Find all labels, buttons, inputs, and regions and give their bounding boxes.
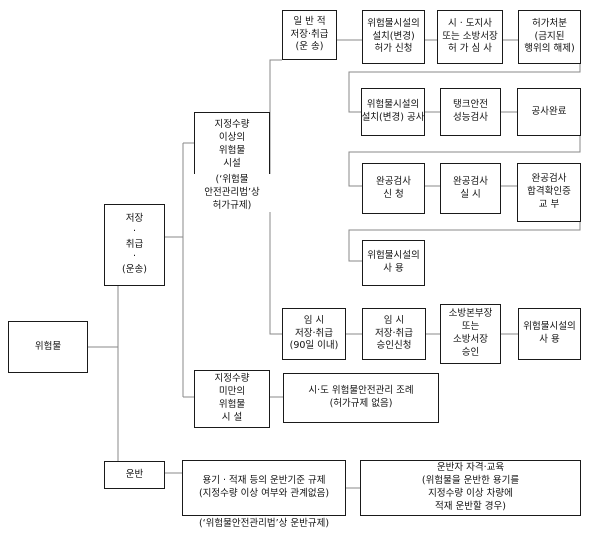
above-qty-law-note: (‘위험물 안전관리법’상 허가규제) <box>186 174 278 213</box>
storage-line-1: 저장 <box>125 212 144 224</box>
permit-apply-line-3: 허가 신청 <box>374 43 413 55</box>
inspection-run-line-2: 실 시 <box>460 188 481 200</box>
construction-line-1: 위험물시설의 <box>366 99 420 111</box>
local-ordinance-box: 시·도 위험물안전관리 조례 (허가규제 없음) <box>283 373 439 423</box>
temp-use-line-2: 사 용 <box>539 334 560 345</box>
transport-law-note: (‘위험물안전관리법’상 운반규제) <box>182 518 346 531</box>
regular-start-line-3: (운 송) <box>295 41 324 53</box>
above-qty-line-3: 위험물 <box>218 145 246 156</box>
transport-rule-box: 용기 · 적재 등의 운반기준 규제 (지정수량 이상 여부와 관계없음) <box>182 460 346 516</box>
inspection-apply-line-2: 신 청 <box>383 188 404 200</box>
below-qty-line-3: 위험물 <box>218 399 246 410</box>
use-line-2: 사 용 <box>383 263 404 274</box>
driver-line-2: (위험물을 운반한 용기를 <box>421 475 520 487</box>
below-qty-line-2: 미만의 <box>218 386 246 398</box>
temporary-approval-box: 소방본부장 또는 소방서장 승인 <box>440 304 501 364</box>
transport-rule-line-2: (지정수량 이상 여부와 관계없음) <box>198 488 330 499</box>
permit-decision-line-3: 행위의 해제) <box>524 43 575 55</box>
above-qty-line-1: 지정수량 <box>214 119 250 131</box>
permit-review-line-2: 또는 소방서장 <box>442 30 498 42</box>
law-note-line-2: 안전관리법’상 <box>204 186 260 198</box>
temporary-use-box: 위험물시설의 사 용 <box>518 308 581 360</box>
construction-line-2: 설치(변경) 공사 <box>361 112 425 123</box>
storage-line-5: (운송) <box>122 264 147 276</box>
above-qty-line-4: 시설 <box>223 157 241 169</box>
permit-decision-box: 허가처분 (금지된 행위의 해제) <box>518 10 581 64</box>
temp-use-line-1: 위험물시설의 <box>523 321 576 333</box>
permit-apply-line-1: 위험물시설의 <box>367 17 420 29</box>
inspection-apply-line-1: 완공검사 <box>376 175 411 187</box>
construction-done-box: 공사완료 <box>517 88 581 136</box>
storage-branch-box: 저장 · 취급 · (운송) <box>104 204 165 286</box>
inspection-cert-line-1: 완공검사 <box>531 173 567 185</box>
root-label: 위험물 <box>34 340 62 352</box>
regular-start-line-1: 일 반 적 <box>293 15 326 27</box>
temp-approve-line-2: 또는 <box>461 321 480 333</box>
permit-review-line-1: 시 · 도지사 <box>447 17 493 29</box>
tank-line-2: 성능검사 <box>453 112 488 123</box>
inspection-run-line-1: 완공검사 <box>453 175 488 187</box>
temporary-application-box: 임 시 저장·취급 승인신청 <box>362 308 426 360</box>
driver-line-3: 지정수량 이상 차량에 <box>428 488 513 499</box>
tank-inspection-box: 탱크안전 성능검사 <box>440 88 501 136</box>
permit-decision-line-1: 허가처분 <box>532 17 567 29</box>
above-qty-line-2: 이상의 <box>218 132 246 144</box>
permit-application-box: 위험물시설의 설치(변경) 허가 신청 <box>362 10 425 64</box>
temp-approve-line-4: 승인 <box>461 346 480 358</box>
root-box: 위험물 <box>8 321 88 373</box>
permit-review-line-3: 허 가 심 사 <box>447 43 493 55</box>
above-qty-box: 지정수량 이상의 위험물 시설 <box>194 112 270 178</box>
transport-label: 운반 <box>125 468 144 480</box>
construction-done-label: 공사완료 <box>531 105 567 117</box>
inspection-application-box: 완공검사 신 청 <box>362 163 425 214</box>
temp-approve-line-3: 소방서장 <box>453 334 488 345</box>
temp-approve-line-1: 소방본부장 <box>448 308 493 320</box>
permit-review-box: 시 · 도지사 또는 소방서장 허 가 심 사 <box>437 10 503 64</box>
transport-branch-box: 운반 <box>104 461 165 489</box>
inspection-run-box: 완공검사 실 시 <box>440 163 501 214</box>
tank-line-1: 탱크안전 <box>453 99 488 111</box>
temp-apply-line-3: 승인신청 <box>376 340 412 352</box>
below-qty-line-4: 시 설 <box>221 411 243 423</box>
ordinance-line-1: 시·도 위험물안전관리 조례 <box>308 385 414 397</box>
inspection-cert-line-2: 합격확인증 <box>527 186 571 198</box>
storage-line-2: · <box>132 225 137 237</box>
law-note-line-1: (‘위험물 <box>215 174 249 185</box>
temporary-storage-box: 임 시 저장·취급 (90일 이내) <box>282 308 346 360</box>
inspection-certificate-box: 완공검사 합격확인증 교 부 <box>517 163 581 222</box>
temp-start-line-2: 저장·취급 <box>295 327 333 339</box>
permit-decision-line-2: (금지된 <box>534 30 565 42</box>
driver-line-4: 적재 운반할 경우) <box>435 500 506 512</box>
temp-apply-line-2: 저장·취급 <box>375 327 413 339</box>
temp-start-line-3: (90일 이내) <box>289 340 339 352</box>
temp-apply-line-1: 임 시 <box>383 314 405 326</box>
below-qty-line-1: 지정수량 <box>214 373 250 385</box>
transport-driver-box: 운반자 자격·교육 (위험물을 운반한 용기를 지정수량 이상 차량에 적재 운… <box>360 460 581 516</box>
regular-start-line-2: 저장·취급 <box>290 28 329 40</box>
temp-start-line-1: 임 시 <box>303 314 325 326</box>
storage-line-3: 취급 <box>125 238 144 250</box>
inspection-cert-line-3: 교 부 <box>538 198 560 210</box>
facility-use-box: 위험물시설의 사 용 <box>362 240 425 286</box>
ordinance-line-2: (허가규제 없음) <box>329 398 393 409</box>
permit-apply-line-2: 설치(변경) <box>372 30 415 42</box>
law-note-line-3: 허가규제) <box>212 199 252 211</box>
driver-line-1: 운반자 자격·교육 <box>436 462 505 474</box>
transport-rule-line-1: 용기 · 적재 등의 운반기준 규제 <box>202 475 326 487</box>
use-line-1: 위험물시설의 <box>367 250 420 262</box>
regular-storage-box: 일 반 적 저장·취급 (운 송) <box>282 10 337 60</box>
construction-box: 위험물시설의 설치(변경) 공사 <box>361 88 425 136</box>
storage-line-4: · <box>132 251 137 263</box>
below-qty-box: 지정수량 미만의 위험물 시 설 <box>194 370 270 428</box>
